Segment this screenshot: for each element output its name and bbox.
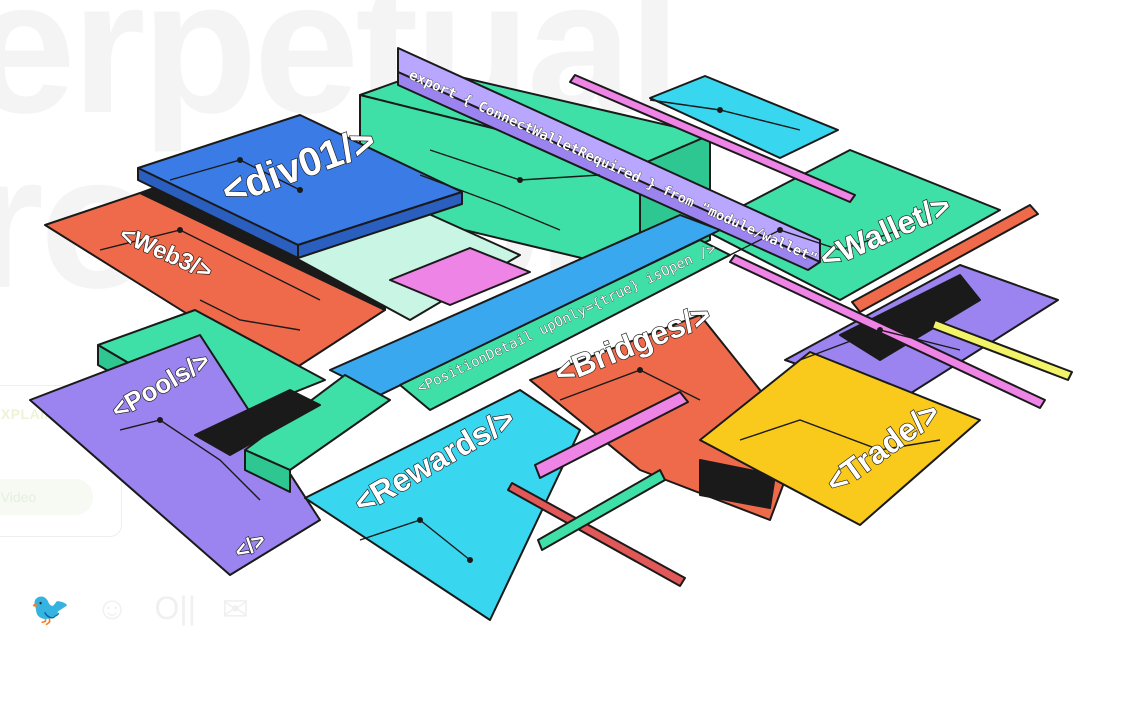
- black-cutout: [194, 389, 321, 456]
- medium-icon[interactable]: O||: [154, 590, 197, 626]
- twitter-icon[interactable]: 🐦: [30, 591, 70, 627]
- circuit-dots: [157, 107, 883, 563]
- trade-panel: [699, 351, 981, 526]
- social-links: 🐦 ☺ O|| ✉: [30, 590, 249, 628]
- discord-icon[interactable]: ☺: [95, 590, 129, 626]
- rewards-panel: [304, 389, 581, 621]
- watch-video-button[interactable]: h Video: [0, 479, 93, 515]
- yellow-stick: [931, 319, 1073, 381]
- orange-strip-right: [851, 204, 1039, 313]
- pink-chip: [389, 247, 531, 306]
- export-bar-front: [397, 71, 821, 271]
- mint-block-front: [244, 449, 291, 493]
- div01-slab-side: [297, 191, 463, 259]
- cyan-top-panel: [649, 75, 839, 159]
- bridges-black-block: [699, 459, 776, 509]
- red-stick: [507, 482, 686, 587]
- purple-right-shadow: [839, 274, 981, 361]
- pools-panel: [29, 334, 321, 576]
- mail-icon[interactable]: ✉: [222, 591, 249, 627]
- pink-bar-center: [534, 391, 689, 479]
- mint-strip-small: [537, 469, 666, 551]
- pink-line-top: [569, 74, 856, 203]
